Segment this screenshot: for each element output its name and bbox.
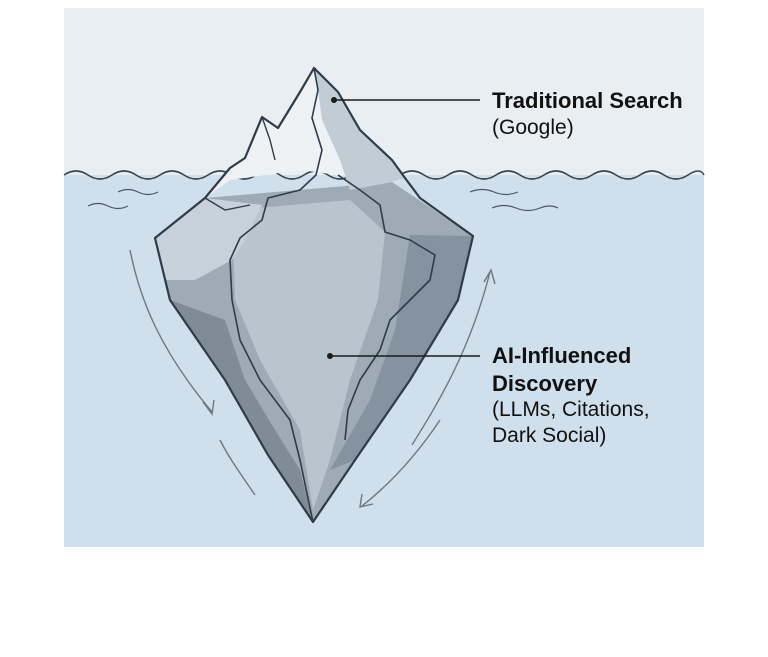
iceberg-tip-shade — [314, 68, 405, 190]
label-below-water-subtitle-line2: Dark Social) — [492, 424, 607, 448]
flow-arrow-right-up-head — [483, 268, 496, 285]
sky-background — [64, 8, 704, 178]
wave-stroke-right-2 — [491, 204, 559, 212]
iceberg-upper-left-facet — [155, 198, 262, 280]
iceberg-crack-4 — [204, 197, 251, 211]
flow-arrow-left — [129, 249, 213, 413]
label-above-water: Traditional Search (Google) — [492, 87, 683, 141]
iceberg-left-dark-facet — [170, 300, 313, 522]
iceberg-outline — [153, 66, 475, 524]
flow-arrow-right-up — [411, 271, 491, 446]
iceberg-crack-2 — [337, 174, 436, 441]
wave-stroke-left-2 — [87, 202, 129, 210]
wave-stroke-right-1 — [469, 188, 519, 196]
iceberg-crack-1 — [229, 67, 323, 523]
iceberg-crack-3 — [261, 116, 276, 161]
leader-dot-bottom — [327, 353, 333, 359]
label-below-water-title-line1: AI-Influenced — [492, 343, 632, 368]
label-above-water-subtitle: (Google) — [492, 115, 574, 139]
label-below-water: AI-Influenced Discovery (LLMs, Citations… — [492, 342, 722, 450]
wave-stroke-left-1 — [117, 188, 159, 196]
label-below-water-title-line2: Discovery — [492, 370, 598, 396]
label-below-water-subtitle-line1: (LLMs, Citations, — [492, 398, 650, 421]
label-above-water-title: Traditional Search — [492, 88, 683, 113]
leader-dot-top — [331, 97, 337, 103]
iceberg-center-facet — [232, 200, 385, 510]
flow-stroke-left-lower — [219, 439, 256, 496]
flow-arrow-right-down — [361, 419, 441, 507]
flow-arrow-left-head — [202, 399, 215, 416]
iceberg-right-dark-facet — [330, 235, 473, 470]
flow-arrow-right-down-head — [359, 493, 374, 508]
